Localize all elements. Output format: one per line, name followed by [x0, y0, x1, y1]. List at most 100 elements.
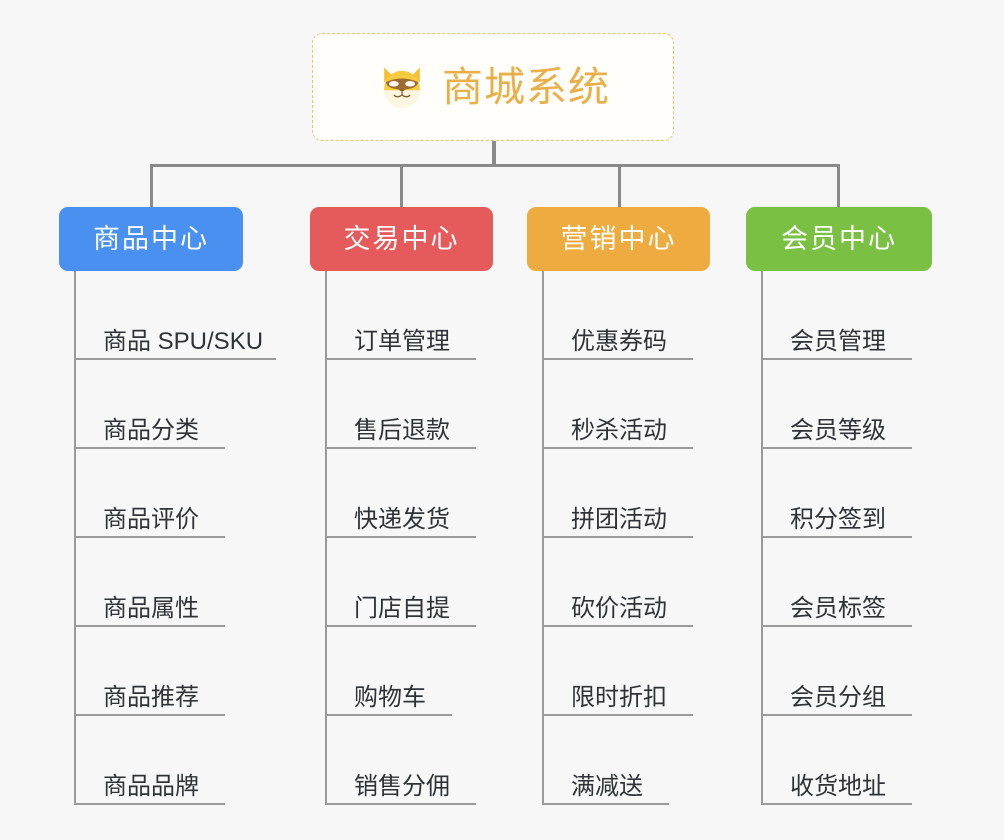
leaf-underline	[74, 358, 276, 360]
leaf-underline	[74, 625, 225, 627]
branch-label: 交易中心	[343, 223, 460, 254]
list-item[interactable]: 限时折扣	[527, 627, 757, 716]
branch-column-0: 商品中心 商品 SPU/SKU 商品分类 商品评价 商品属性 商品推荐	[59, 207, 289, 805]
list-item[interactable]: 会员标签	[746, 538, 976, 627]
list-item[interactable]: 商品属性	[59, 538, 289, 627]
list-item[interactable]: 收货地址	[746, 716, 976, 805]
connector-root-stem	[492, 141, 496, 167]
branch-column-2: 营销中心 优惠券码 秒杀活动 拼团活动 砍价活动 限时折扣	[527, 207, 757, 805]
leaf-label: 满减送	[571, 773, 643, 800]
leaf-label: 门店自提	[354, 595, 450, 622]
branch-column-1: 交易中心 订单管理 售后退款 快递发货 门店自提 购物车	[310, 207, 540, 805]
leaf-underline	[325, 714, 452, 716]
connector-drop-4	[837, 164, 840, 208]
leaf-underline	[542, 625, 693, 627]
list-item[interactable]: 门店自提	[310, 538, 540, 627]
leaf-underline	[325, 536, 476, 538]
list-item[interactable]: 砍价活动	[527, 538, 757, 627]
leaf-underline	[761, 447, 912, 449]
leaf-label: 快递发货	[354, 506, 450, 533]
list-item[interactable]: 秒杀活动	[527, 360, 757, 449]
leaf-label: 限时折扣	[571, 684, 667, 711]
connector-drop-1	[150, 164, 153, 208]
branch-spine	[761, 271, 763, 805]
leaf-underline	[74, 714, 225, 716]
leaf-list-1: 订单管理 售后退款 快递发货 门店自提 购物车 销售分佣	[310, 271, 540, 805]
leaf-list-0: 商品 SPU/SKU 商品分类 商品评价 商品属性 商品推荐 商品品牌	[59, 271, 289, 805]
leaf-underline	[542, 358, 693, 360]
leaf-underline	[761, 803, 912, 805]
list-item[interactable]: 商品 SPU/SKU	[59, 271, 289, 360]
leaf-label: 会员等级	[790, 417, 886, 444]
list-item[interactable]: 购物车	[310, 627, 540, 716]
list-item[interactable]: 会员管理	[746, 271, 976, 360]
leaf-underline	[761, 536, 912, 538]
branch-spine	[542, 271, 544, 805]
list-item[interactable]: 会员分组	[746, 627, 976, 716]
leaf-label: 拼团活动	[571, 506, 667, 533]
root-node[interactable]: 商城系统	[312, 33, 674, 141]
root-title: 商城系统	[442, 63, 610, 110]
leaf-label: 商品属性	[103, 595, 199, 622]
leaf-underline	[74, 803, 225, 805]
leaf-label: 砍价活动	[571, 595, 667, 622]
leaf-underline	[325, 447, 476, 449]
leaf-underline	[325, 803, 476, 805]
leaf-underline	[325, 625, 476, 627]
list-item[interactable]: 优惠券码	[527, 271, 757, 360]
leaf-label: 积分签到	[790, 506, 886, 533]
list-item[interactable]: 售后退款	[310, 360, 540, 449]
leaf-label: 销售分佣	[354, 773, 450, 800]
leaf-underline	[542, 536, 693, 538]
leaf-underline	[542, 447, 693, 449]
branch-header-3[interactable]: 会员中心	[746, 207, 932, 271]
leaf-list-2: 优惠券码 秒杀活动 拼团活动 砍价活动 限时折扣 满减送	[527, 271, 757, 805]
leaf-label: 收货地址	[790, 773, 886, 800]
leaf-label: 购物车	[354, 684, 426, 711]
branch-header-0[interactable]: 商品中心	[59, 207, 243, 271]
leaf-label: 会员管理	[790, 328, 886, 355]
leaf-label: 会员标签	[790, 595, 886, 622]
leaf-label: 商品品牌	[103, 773, 199, 800]
connector-drop-2	[400, 164, 403, 208]
leaf-label: 商品评价	[103, 506, 199, 533]
leaf-underline	[325, 358, 476, 360]
list-item[interactable]: 快递发货	[310, 449, 540, 538]
dog-face-icon	[384, 67, 420, 109]
branch-header-2[interactable]: 营销中心	[527, 207, 710, 271]
leaf-label: 秒杀活动	[571, 417, 667, 444]
leaf-label: 商品推荐	[103, 684, 199, 711]
connector-bus-bar	[150, 164, 840, 167]
list-item[interactable]: 满减送	[527, 716, 757, 805]
list-item[interactable]: 积分签到	[746, 449, 976, 538]
branch-label: 会员中心	[781, 223, 897, 254]
leaf-underline	[761, 625, 912, 627]
connector-drop-3	[618, 164, 621, 208]
list-item[interactable]: 商品推荐	[59, 627, 289, 716]
leaf-underline	[542, 803, 669, 805]
branch-column-3: 会员中心 会员管理 会员等级 积分签到 会员标签 会员分组	[746, 207, 976, 805]
leaf-list-3: 会员管理 会员等级 积分签到 会员标签 会员分组 收货地址	[746, 271, 976, 805]
branch-label: 商品中心	[93, 223, 209, 254]
list-item[interactable]: 商品品牌	[59, 716, 289, 805]
list-item[interactable]: 商品评价	[59, 449, 289, 538]
leaf-label: 优惠券码	[571, 328, 667, 355]
leaf-underline	[74, 447, 225, 449]
leaf-underline	[542, 714, 693, 716]
branch-header-1[interactable]: 交易中心	[310, 207, 493, 271]
leaf-label: 商品 SPU/SKU	[103, 328, 264, 355]
list-item[interactable]: 拼团活动	[527, 449, 757, 538]
root-node-content: 商城系统	[376, 61, 610, 113]
leaf-label: 会员分组	[790, 684, 886, 711]
leaf-underline	[761, 714, 912, 716]
branch-spine	[325, 271, 327, 805]
list-item[interactable]: 商品分类	[59, 360, 289, 449]
list-item[interactable]: 会员等级	[746, 360, 976, 449]
list-item[interactable]: 销售分佣	[310, 716, 540, 805]
leaf-label: 售后退款	[354, 417, 450, 444]
list-item[interactable]: 订单管理	[310, 271, 540, 360]
branch-label: 营销中心	[560, 223, 677, 254]
leaf-underline	[761, 358, 912, 360]
leaf-underline	[74, 536, 225, 538]
